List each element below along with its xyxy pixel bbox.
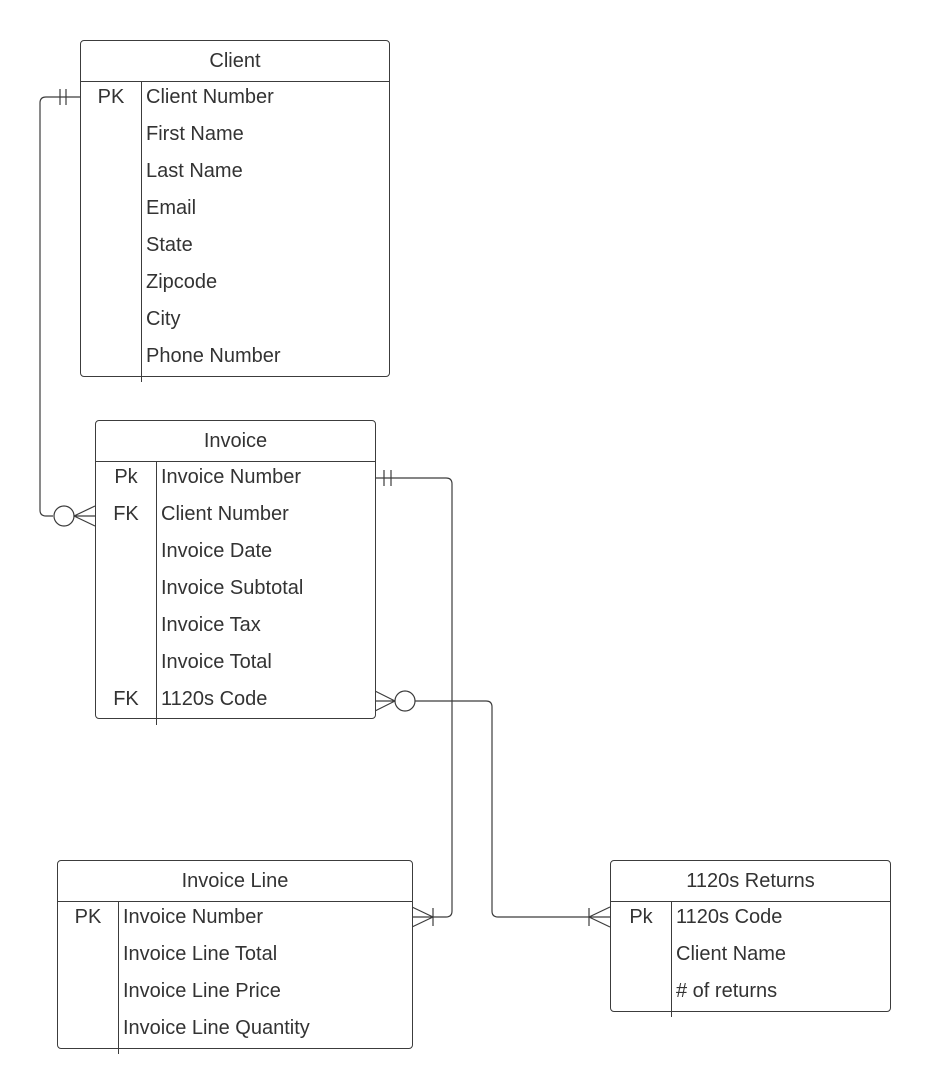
key-column-divider bbox=[671, 902, 672, 1017]
attribute-name: # of returns bbox=[676, 980, 778, 1002]
key-label bbox=[81, 341, 141, 378]
invoice-1120sreturns-connector bbox=[415, 700, 610, 918]
entity-invoice-line[interactable]: Invoice Line PK Invoice Number Invoice Li… bbox=[57, 860, 413, 1054]
attribute-row[interactable]: PK Invoice Number bbox=[58, 902, 412, 939]
attribute-name: Email bbox=[146, 197, 197, 219]
key-label bbox=[81, 267, 141, 304]
key-label: FK bbox=[113, 503, 139, 525]
attribute-name: Invoice Line Quantity bbox=[123, 1017, 310, 1039]
attribute-row[interactable]: Invoice Tax bbox=[96, 610, 375, 647]
attribute-row[interactable]: Invoice Total bbox=[96, 647, 375, 684]
entity-title: Client bbox=[81, 41, 389, 82]
attribute-name: 1120s Code bbox=[161, 688, 268, 710]
key-label bbox=[96, 536, 156, 573]
attribute-name: Phone Number bbox=[146, 345, 281, 367]
attribute-row[interactable]: Invoice Line Price bbox=[58, 976, 412, 1013]
client-invoice-connector bbox=[39, 96, 80, 517]
attribute-row[interactable]: State bbox=[81, 230, 389, 267]
attribute-name: Invoice Subtotal bbox=[161, 577, 304, 599]
key-label bbox=[81, 230, 141, 267]
key-label bbox=[58, 1013, 118, 1050]
attribute-row[interactable]: First Name bbox=[81, 119, 389, 156]
attribute-name: Invoice Line Total bbox=[123, 943, 278, 965]
attribute-row[interactable]: FK Client Number bbox=[96, 499, 375, 536]
key-label bbox=[96, 610, 156, 647]
entity-1120s-returns[interactable]: 1120s Returns Pk 1120s Code Client Name #… bbox=[610, 860, 891, 1017]
invoice-zero-optional-circle bbox=[394, 690, 416, 712]
attribute-row[interactable]: Invoice Subtotal bbox=[96, 573, 375, 610]
attribute-row[interactable]: Pk Invoice Number bbox=[96, 462, 375, 499]
key-label bbox=[81, 193, 141, 230]
relationship-invoice-1120sreturns bbox=[374, 690, 611, 928]
attribute-name: City bbox=[146, 308, 181, 330]
attribute-row[interactable]: Invoice Date bbox=[96, 536, 375, 573]
key-label: PK bbox=[97, 86, 125, 108]
key-label bbox=[611, 939, 671, 976]
invoiceline-many-crowfoot bbox=[411, 906, 434, 928]
key-column-divider bbox=[156, 462, 157, 725]
attribute-row[interactable]: City bbox=[81, 304, 389, 341]
attribute-row[interactable]: PK Client Number bbox=[81, 82, 389, 119]
entity-attributes: Pk 1120s Code Client Name # of returns bbox=[611, 902, 890, 1017]
attribute-name: State bbox=[146, 234, 193, 256]
key-label bbox=[58, 939, 118, 976]
attribute-name: Client Number bbox=[161, 503, 289, 525]
returns-many-crowfoot bbox=[588, 906, 611, 928]
attribute-name: Invoice Line Price bbox=[123, 980, 281, 1002]
key-label bbox=[96, 647, 156, 684]
attribute-row[interactable]: Invoice Line Total bbox=[58, 939, 412, 976]
relationship-client-invoice bbox=[39, 89, 96, 527]
invoice-invoiceline-connector bbox=[375, 477, 453, 918]
key-label bbox=[81, 156, 141, 193]
key-column-divider bbox=[118, 902, 119, 1054]
entity-title: Invoice Line bbox=[58, 861, 412, 902]
attribute-row[interactable]: FK 1120s Code bbox=[96, 684, 375, 721]
attribute-name: Zipcode bbox=[146, 271, 218, 293]
entity-invoice[interactable]: Invoice Pk Invoice Number FK Client Number… bbox=[95, 420, 376, 725]
key-label bbox=[611, 976, 671, 1013]
relationship-invoice-invoiceline bbox=[375, 470, 453, 928]
key-label bbox=[58, 976, 118, 1013]
attribute-row[interactable]: Zipcode bbox=[81, 267, 389, 304]
key-column-divider bbox=[141, 82, 142, 382]
key-label bbox=[81, 119, 141, 156]
attribute-name: Client Number bbox=[146, 86, 274, 108]
attribute-row[interactable]: Phone Number bbox=[81, 341, 389, 378]
attribute-name: 1120s Code bbox=[676, 906, 783, 928]
invoice-many-crowfoot bbox=[374, 690, 396, 712]
attribute-name: First Name bbox=[146, 123, 244, 145]
invoice-zero-optional-circle bbox=[53, 505, 75, 527]
attribute-name: Invoice Total bbox=[161, 651, 272, 673]
attribute-name: Invoice Date bbox=[161, 540, 273, 562]
attribute-name: Invoice Tax bbox=[161, 614, 261, 636]
key-label: FK bbox=[113, 688, 139, 710]
attribute-row[interactable]: Client Name bbox=[611, 939, 890, 976]
entity-attributes: Pk Invoice Number FK Client Number Invoice… bbox=[96, 462, 375, 725]
invoice-many-crowfoot bbox=[73, 505, 96, 527]
attribute-row[interactable]: # of returns bbox=[611, 976, 890, 1013]
attribute-name: Invoice Number bbox=[123, 906, 264, 928]
attribute-name: Last Name bbox=[146, 160, 243, 182]
attribute-name: Client Name bbox=[676, 943, 787, 965]
entity-title: Invoice bbox=[96, 421, 375, 462]
key-label bbox=[96, 573, 156, 610]
entity-attributes: PK Client Number First Name Last Name Ema… bbox=[81, 82, 389, 382]
key-label: PK bbox=[74, 906, 102, 928]
attribute-row[interactable]: Pk 1120s Code bbox=[611, 902, 890, 939]
key-label: Pk bbox=[114, 466, 138, 488]
entity-client[interactable]: Client PK Client Number First Name Last N… bbox=[80, 40, 390, 382]
entity-attributes: PK Invoice Number Invoice Line Total Invo… bbox=[58, 902, 412, 1054]
attribute-row[interactable]: Invoice Line Quantity bbox=[58, 1013, 412, 1050]
attribute-row[interactable]: Email bbox=[81, 193, 389, 230]
attribute-name: Invoice Number bbox=[161, 466, 302, 488]
attribute-row[interactable]: Last Name bbox=[81, 156, 389, 193]
key-label bbox=[81, 304, 141, 341]
entity-title: 1120s Returns bbox=[611, 861, 890, 902]
key-label: Pk bbox=[629, 906, 653, 928]
